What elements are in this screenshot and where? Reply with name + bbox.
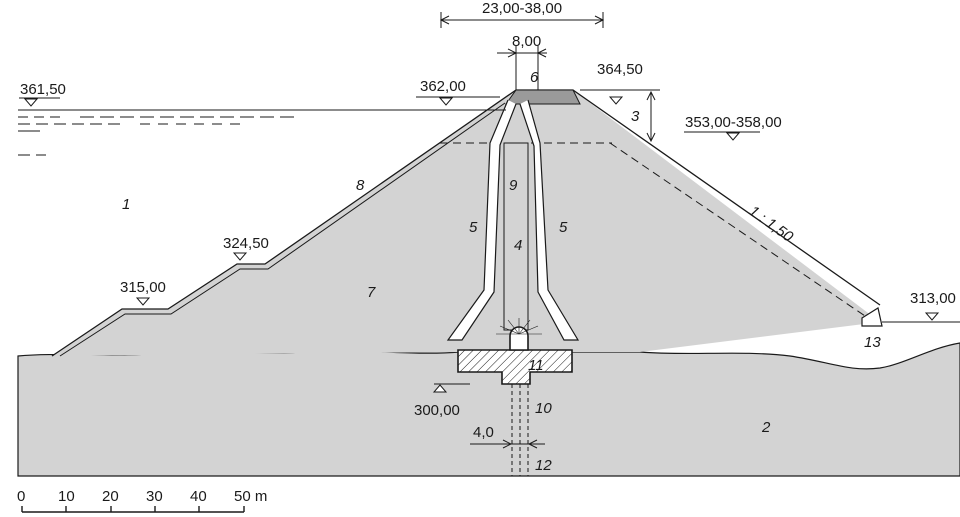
number-9: 9 — [509, 177, 518, 194]
label-crest-upstream: 362,00 — [420, 78, 466, 95]
label-foundation: 300,00 — [414, 402, 460, 419]
dimension-3 — [646, 90, 656, 143]
toe-drain-13 — [861, 307, 883, 327]
number-3: 3 — [631, 108, 640, 125]
number-1: 1 — [122, 196, 130, 213]
scale-bar — [21, 506, 245, 513]
number-6: 6 — [530, 69, 539, 86]
water-surface — [18, 109, 506, 156]
gallery-base-11 — [457, 349, 573, 385]
scale-tick-0: 0 — [17, 488, 25, 505]
slope-protection-8 — [59, 102, 506, 357]
number-13: 13 — [864, 334, 881, 351]
number-11: 11 — [528, 357, 544, 374]
label-downstream-berm: 353,00-358,00 — [685, 114, 782, 131]
label-berm-lower: 315,00 — [120, 279, 166, 296]
scale-tick-10: 10 — [58, 488, 75, 505]
elevation-markers — [23, 96, 940, 393]
crest-cap — [505, 89, 581, 105]
number-4: 4 — [514, 237, 522, 254]
label-base-width: 23,00-38,00 — [482, 0, 562, 17]
dimension-top — [439, 12, 605, 90]
scale-tick-30: 30 — [146, 488, 163, 505]
scale-tick-40: 40 — [190, 488, 207, 505]
dimension-cutoff — [470, 439, 545, 449]
number-5-left: 5 — [469, 219, 478, 236]
number-5-right: 5 — [559, 219, 568, 236]
scale-tick-50: 50 m — [234, 488, 267, 505]
dam-body — [52, 90, 880, 356]
label-water-level: 361,50 — [20, 81, 66, 98]
label-crest-width: 8,00 — [512, 33, 541, 50]
core-wall-right-5 — [519, 99, 580, 341]
label-berm-upper: 324,50 — [223, 235, 269, 252]
number-10: 10 — [535, 400, 552, 417]
number-12: 12 — [535, 457, 552, 474]
scale-tick-20: 20 — [102, 488, 119, 505]
number-8: 8 — [356, 177, 365, 194]
grout-rays — [496, 318, 542, 335]
number-7: 7 — [367, 284, 376, 301]
label-tailwater: 313,00 — [910, 290, 956, 307]
cutoff-curtain — [511, 384, 529, 476]
core-wall-left-5 — [446, 99, 517, 341]
label-crest-top: 364,50 — [597, 61, 643, 78]
number-2: 2 — [761, 419, 771, 436]
label-cutoff-width: 4,0 — [473, 424, 494, 441]
